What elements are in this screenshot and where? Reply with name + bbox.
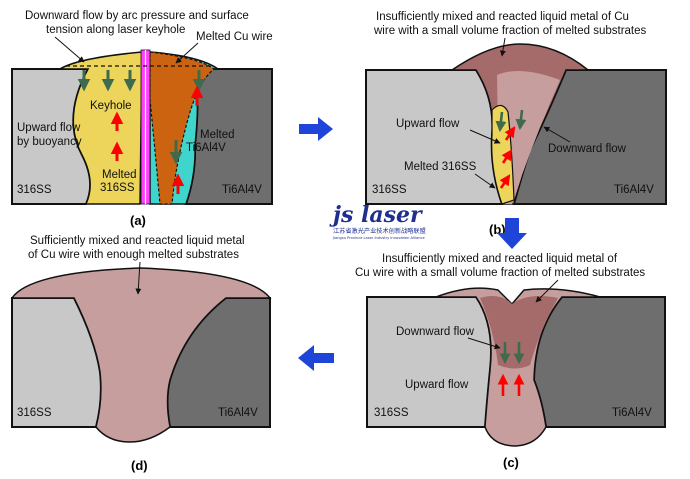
316ss-label: 316SS — [372, 184, 407, 196]
upward-flow-label-line2: by buoyancy — [17, 136, 82, 148]
melted-cu-leader — [175, 42, 199, 64]
upward-flow-label: Upward flow — [396, 118, 460, 130]
downward-flow-arrows — [495, 109, 527, 133]
ti6al4v-label: Ti6Al4V — [222, 184, 262, 196]
mixed-liquid-pool — [10, 267, 272, 443]
downward-flow-leader — [467, 337, 501, 350]
panel-c-label: (c) — [503, 455, 519, 470]
panel-c-caption-line1: Insufficiently mixed and reacted liquid … — [382, 253, 618, 265]
panel-d: Sufficiently mixed and reacted liquid me… — [10, 235, 272, 473]
watermark-logo: js laser 江苏省激光产业技术创新战略联盟 Jiangsu Provinc… — [329, 202, 426, 240]
upward-flow-label: Upward flow — [405, 379, 469, 391]
upward-flow-label-line1: Upward flow — [17, 122, 81, 134]
upward-flow-arrows — [497, 373, 525, 396]
melted-316ss-label: Melted 316SS — [404, 161, 477, 173]
316ss-label: 316SS — [17, 184, 52, 196]
panel-b-caption-line2: wire with a small volume fraction of mel… — [373, 25, 647, 37]
arrow-down-icon — [497, 218, 527, 249]
panel-d-caption-line2: of Cu wire with enough melted substrates — [28, 249, 239, 261]
downward-flow-arrows — [499, 342, 525, 365]
downward-flow-label: Downward flow — [548, 143, 627, 155]
panel-b-caption-line1: Insufficiently mixed and reacted liquid … — [376, 11, 629, 23]
316ss-label: 316SS — [374, 407, 409, 419]
melted-316ss-label-line1: Melted — [102, 169, 137, 181]
upward-flow-arrows — [110, 85, 204, 194]
ti6al4v-label: Ti6Al4V — [218, 407, 258, 419]
ti6al4v-label: Ti6Al4V — [614, 184, 654, 196]
panel-c-caption-leader — [535, 279, 559, 303]
downward-flow-label: Downward flow — [396, 326, 475, 338]
panel-c: Insufficiently mixed and reacted liquid … — [355, 253, 666, 470]
watermark-subtitle-cn: 江苏省激光产业技术创新战略联盟 — [333, 227, 426, 235]
panel-a-caption-line2: tension along laser keyhole — [46, 24, 185, 36]
melted-ti-label-line2: Ti6Al4V — [186, 142, 226, 154]
panel-c-caption-line2: Cu wire with a small volume fraction of … — [355, 267, 645, 279]
melted-cu-wire-label: Melted Cu wire — [196, 31, 273, 43]
upward-flow-arrows — [499, 126, 516, 189]
panel-a-label: (a) — [130, 213, 146, 228]
arrow-left-icon — [298, 345, 334, 371]
melted-316ss-leader — [474, 173, 496, 189]
arrow-right-icon — [299, 117, 333, 141]
ti6al4v-label: Ti6Al4V — [612, 407, 652, 419]
keyhole-label: Keyhole — [90, 100, 132, 112]
melted-ti-label-line1: Melted — [200, 129, 235, 141]
mixed-liquid-dark-zone — [480, 296, 558, 369]
watermark-logo-text: js laser — [329, 202, 423, 228]
panel-d-caption-line1: Sufficiently mixed and reacted liquid me… — [30, 235, 245, 247]
melted-316ss-label-line2: 316SS — [100, 182, 135, 194]
panel-b: Insufficiently mixed and reacted liquid … — [365, 11, 667, 237]
panel-d-caption-leader — [135, 261, 142, 295]
panel-b-caption-leader — [499, 37, 506, 57]
upward-flow-leader — [469, 129, 501, 144]
panel-d-label: (d) — [131, 458, 148, 473]
panel-a-caption-line1: Downward flow by arc pressure and surfac… — [25, 10, 249, 22]
panel-a: Downward flow by arc pressure and surfac… — [11, 10, 273, 228]
watermark-subtitle-en: Jiangsu Province Laser Industry Innovati… — [332, 236, 425, 240]
downward-flow-leader — [543, 126, 571, 143]
panel-a-caption-leader — [54, 36, 85, 63]
316ss-label: 316SS — [17, 407, 52, 419]
